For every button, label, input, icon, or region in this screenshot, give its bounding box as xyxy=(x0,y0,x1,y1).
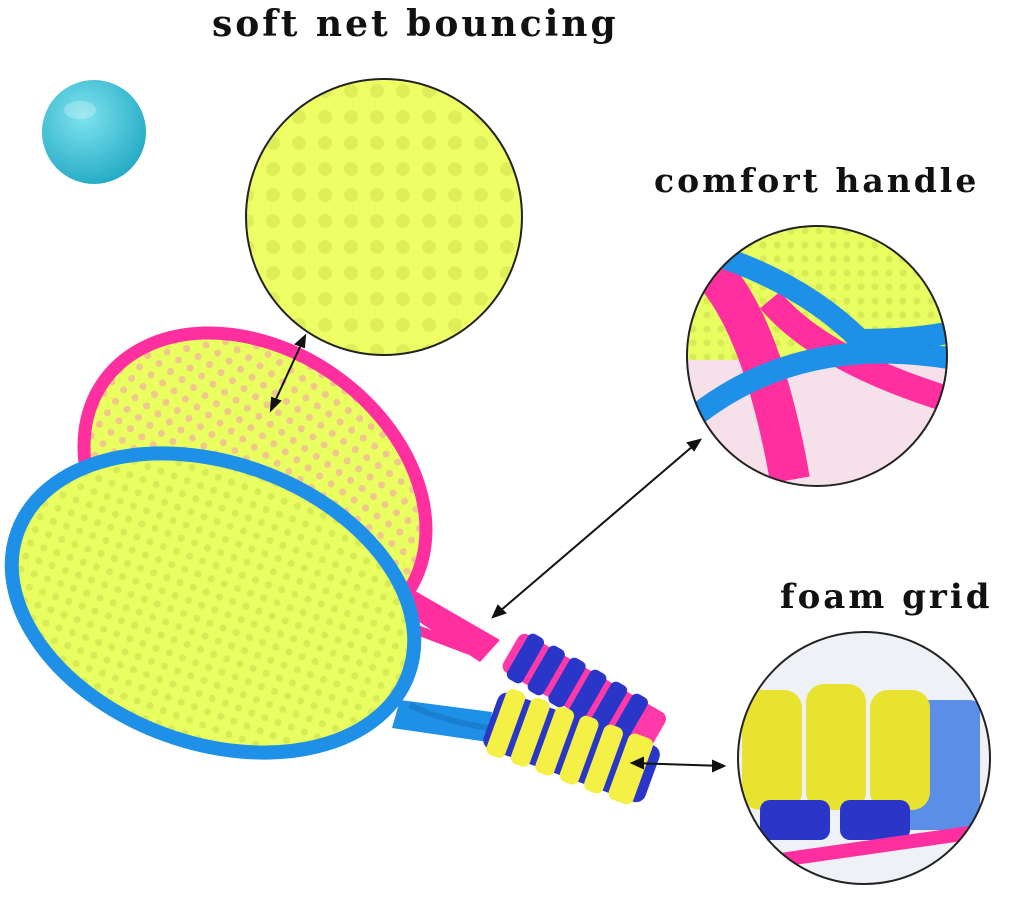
ball xyxy=(42,80,146,184)
soft-net-label: soft net bouncing xyxy=(212,3,619,45)
pink-grip xyxy=(502,633,667,752)
blue-racket xyxy=(4,446,660,805)
foam-closeup xyxy=(737,631,991,885)
net-closeup xyxy=(245,78,523,356)
blue-grip xyxy=(483,689,660,805)
foam-grid-label: foam grid xyxy=(780,577,993,617)
arrows xyxy=(269,333,727,773)
comfort-handle-label: comfort handle xyxy=(654,161,980,200)
handle-closeup xyxy=(686,225,948,487)
